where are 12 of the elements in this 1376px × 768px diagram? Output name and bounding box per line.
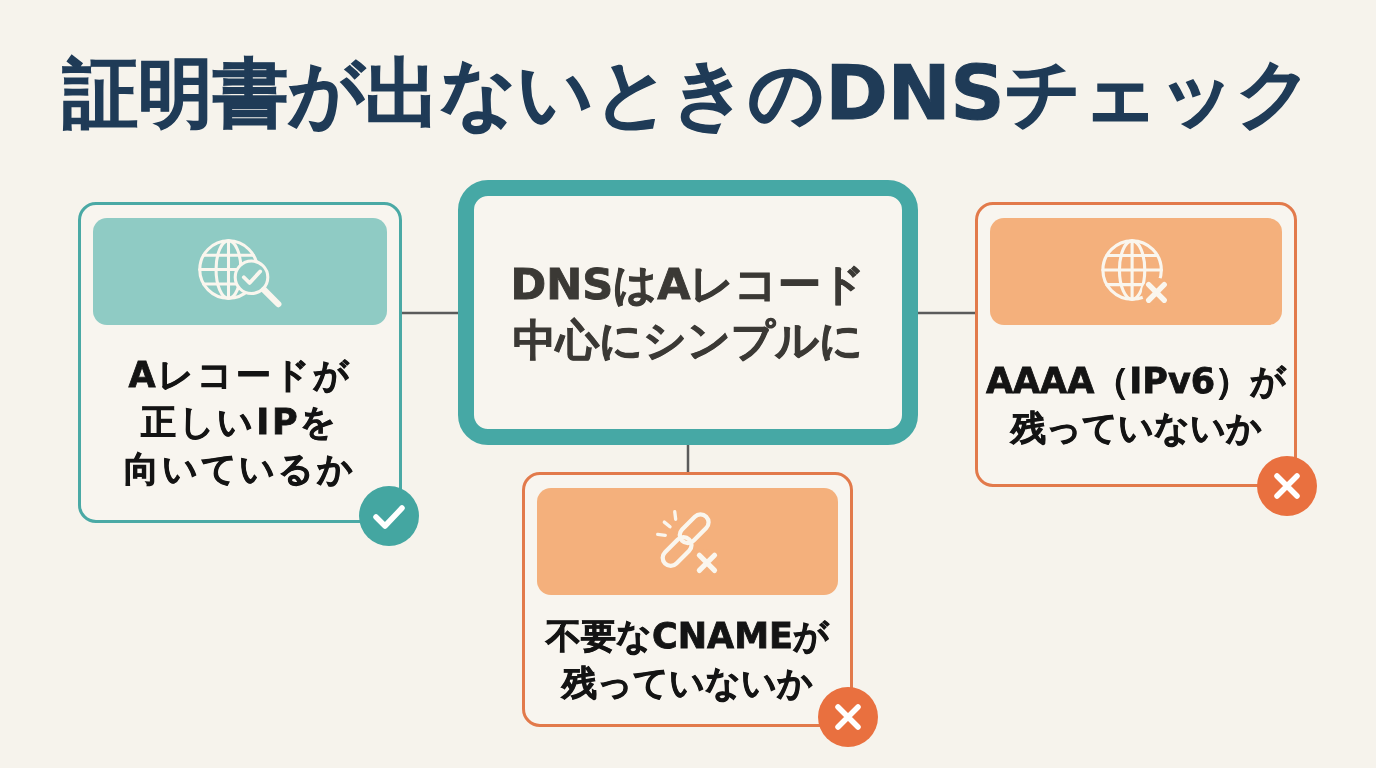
check-card: [522, 472, 853, 727]
card-text: 不要なCNAMEが残っていないか: [544, 614, 830, 705]
title: 証明書が出ないときのDNSチェック: [61, 50, 1314, 137]
hub-text: DNSはAレコード中心にシンプルに: [509, 257, 867, 367]
check-card: [975, 202, 1297, 487]
card-text: Aレコードが正しいIPを向いているか: [123, 354, 357, 491]
hub-box: [458, 180, 918, 445]
connector-line: [402, 311, 458, 315]
card-text: AAAA（IPv6）が残っていないか: [984, 359, 1288, 450]
connector-line: [686, 445, 690, 472]
connector-line: [918, 311, 975, 315]
check-card: [78, 202, 402, 523]
